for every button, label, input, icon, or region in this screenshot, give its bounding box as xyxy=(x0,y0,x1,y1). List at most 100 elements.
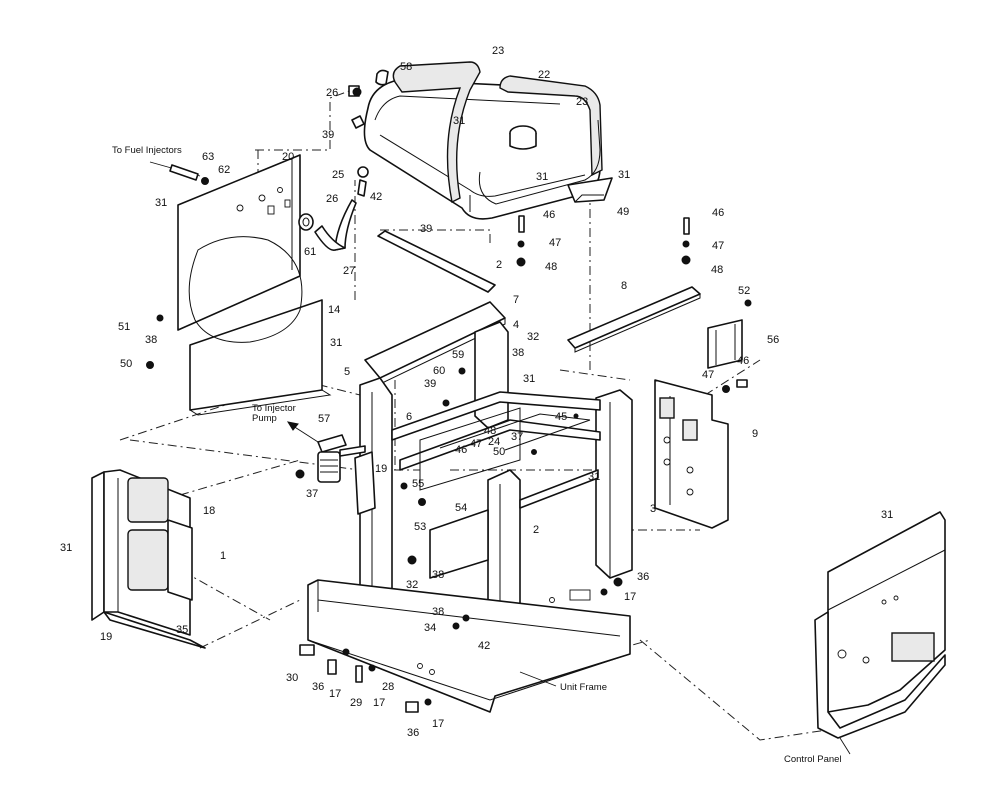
part-number: 2 xyxy=(533,524,539,536)
side-panel-left xyxy=(91,469,206,649)
part-number: 62 xyxy=(218,164,230,176)
part-number: 31 xyxy=(881,509,893,521)
bracket-56 xyxy=(707,319,743,369)
to-injector-pump-label-2: Pump xyxy=(252,413,277,424)
shroud-panel-14 xyxy=(188,236,332,416)
part-number: 39 xyxy=(322,129,334,141)
part-number: 38 xyxy=(512,347,524,359)
part-number: 31 xyxy=(330,337,342,349)
part-number: 23 xyxy=(492,45,504,57)
unit-frame xyxy=(307,579,631,713)
part-number: 38 xyxy=(432,606,444,618)
part-number: 19 xyxy=(100,631,112,643)
part-number: 29 xyxy=(350,697,362,709)
injector-line-63 xyxy=(149,161,209,185)
fuel-tank xyxy=(363,61,603,220)
part-number: 50 xyxy=(120,358,132,370)
part-number: 17 xyxy=(329,688,341,700)
part-number: 31 xyxy=(453,115,465,127)
part-number: 37 xyxy=(306,488,318,500)
part-number: 6 xyxy=(406,411,412,423)
part-number: 63 xyxy=(202,151,214,163)
part-number: 39 xyxy=(424,378,436,390)
part-number: 17 xyxy=(373,697,385,709)
part-number: 5 xyxy=(344,366,350,378)
part-number: 2 xyxy=(496,259,502,271)
part-number: 31 xyxy=(536,171,548,183)
part-number: 36 xyxy=(637,571,649,583)
part-number: 14 xyxy=(328,304,340,316)
part-number: 36 xyxy=(312,681,324,693)
part-number: 47 xyxy=(712,240,724,252)
fasteners xyxy=(146,87,752,713)
part-number: 49 xyxy=(617,206,629,218)
part-number: 50 xyxy=(493,446,505,458)
part-number: 26 xyxy=(326,193,338,205)
part-number: 35 xyxy=(176,624,188,636)
to-injector-pump-label: To Injector xyxy=(252,403,296,414)
bracket-19-mid xyxy=(354,451,376,515)
part-number: 17 xyxy=(624,591,636,603)
part-number: 52 xyxy=(738,285,750,297)
part-number: 30 xyxy=(286,672,298,684)
part-number: 31 xyxy=(523,373,535,385)
part-number: 47 xyxy=(470,438,482,450)
part-number: 46 xyxy=(737,355,749,367)
part-number: 8 xyxy=(621,280,627,292)
part-number: 34 xyxy=(424,622,436,634)
part-number: 3 xyxy=(650,503,656,515)
part-number: 56 xyxy=(767,334,779,346)
part-number: 47 xyxy=(702,369,714,381)
part-number: 46 xyxy=(543,209,555,221)
part-number: 23 xyxy=(576,96,588,108)
part-number: 9 xyxy=(752,428,758,440)
part-number: 31 xyxy=(60,542,72,554)
part-number: 37 xyxy=(511,431,523,443)
part-number: 59 xyxy=(452,349,464,361)
to-fuel-injectors-label: To Fuel Injectors xyxy=(112,145,182,156)
part-number: 28 xyxy=(382,681,394,693)
part-number: 32 xyxy=(406,579,418,591)
unit-frame-label: Unit Frame xyxy=(560,682,607,693)
part-number: 18 xyxy=(203,505,215,517)
part-number: 51 xyxy=(118,321,130,333)
part-number: 22 xyxy=(538,69,550,81)
part-number: 4 xyxy=(513,319,519,331)
part-number: 39 xyxy=(420,223,432,235)
text-callouts: To Fuel Injectors To Injector Pump Unit … xyxy=(112,145,842,765)
part-number: 20 xyxy=(282,151,294,163)
control-panel-label: Control Panel xyxy=(784,754,842,765)
part-number: 55 xyxy=(412,478,424,490)
part-number: 31 xyxy=(588,471,600,483)
part-numbers: 23 58 22 26 23 31 39 63 62 20 31 25 26 4… xyxy=(60,45,893,739)
part-number: 1 xyxy=(220,550,226,562)
shroud-panel-20 xyxy=(177,154,301,331)
part-number: 36 xyxy=(407,727,419,739)
part-number: 27 xyxy=(343,265,355,277)
part-number: 19 xyxy=(375,463,387,475)
fuel-filter-57 xyxy=(317,434,366,483)
part-number: 60 xyxy=(433,365,445,377)
part-number: 48 xyxy=(484,425,496,437)
part-number: 31 xyxy=(618,169,630,181)
part-number: 61 xyxy=(304,246,316,258)
part-number: 42 xyxy=(478,640,490,652)
tank-bracket-49 xyxy=(567,177,613,203)
part-number: 24 xyxy=(488,436,500,448)
part-number: 42 xyxy=(370,191,382,203)
part-number: 25 xyxy=(332,169,344,181)
part-number: 45 xyxy=(555,411,567,423)
part-number: 32 xyxy=(527,331,539,343)
part-number: 48 xyxy=(711,264,723,276)
part-number: 48 xyxy=(545,261,557,273)
part-number: 38 xyxy=(432,569,444,581)
part-number: 46 xyxy=(455,444,467,456)
part-number: 57 xyxy=(318,413,330,425)
control-panel-sheet xyxy=(814,511,946,739)
fuel-hose-27 xyxy=(298,166,369,251)
part-number: 53 xyxy=(414,521,426,533)
part-number: 54 xyxy=(455,502,467,514)
part-number: 17 xyxy=(432,718,444,730)
bar-8 xyxy=(567,286,701,353)
